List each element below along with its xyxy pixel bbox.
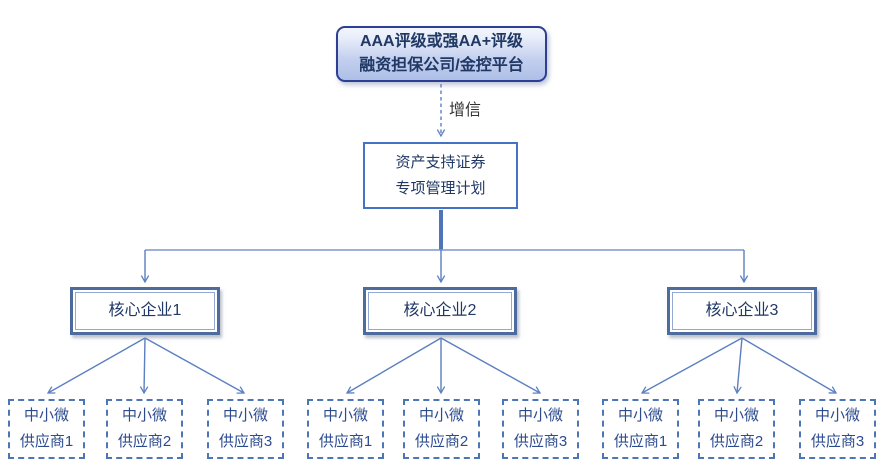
abs-plan-box: 资产支持证券 专项管理计划	[363, 142, 518, 209]
credit-enhancement-label: 增信	[449, 102, 482, 119]
supplier-box-g3-2: 中小微 供应商2	[698, 399, 775, 459]
supplier-line1: 中小微	[23, 407, 69, 424]
supplier-box-g3-1: 中小微 供应商1	[602, 399, 679, 459]
supplier-box-g3-3: 中小微 供应商3	[799, 399, 876, 459]
abs-plan-line2: 专项管理计划	[395, 179, 486, 197]
supplier-line1: 中小微	[322, 407, 368, 424]
supplier-line2: 供应商1	[19, 433, 74, 450]
core-enterprise-1-label: 核心企业1	[108, 302, 182, 319]
supplier-line2: 供应商3	[218, 433, 273, 450]
supplier-box-g2-3: 中小微 供应商3	[502, 399, 579, 459]
core-enterprise-2-box: 核心企业2	[363, 287, 517, 335]
supplier-box-g1-2: 中小微 供应商2	[106, 399, 183, 459]
core-enterprise-1-box: 核心企业1	[70, 287, 220, 335]
supplier-line1: 中小微	[617, 407, 663, 424]
supplier-line2: 供应商1	[318, 433, 373, 450]
fan-core1-supplier3	[144, 337, 246, 394]
fan-core3-supplier3	[741, 337, 838, 394]
supplier-line1: 中小微	[517, 407, 563, 424]
fan-core2-supplier3	[440, 337, 542, 394]
supplier-box-g1-3: 中小微 供应商3	[207, 399, 284, 459]
supplier-box-g2-1: 中小微 供应商1	[307, 399, 384, 459]
fan-core2-supplier1	[345, 337, 442, 394]
supplier-line1: 中小微	[713, 407, 759, 424]
supplier-box-g2-2: 中小微 供应商2	[403, 399, 480, 459]
abs-plan-line1: 资产支持证券	[395, 153, 486, 171]
core-enterprise-2-label: 核心企业2	[403, 302, 477, 319]
guarantor-line2: 融资担保公司/金控平台	[359, 57, 524, 74]
supplier-line2: 供应商1	[613, 433, 668, 450]
fan-core1-supplier1	[46, 337, 146, 394]
guarantor-box: AAA评级或强AA+评级 融资担保公司/金控平台	[336, 26, 547, 82]
core-enterprise-3-label: 核心企业3	[705, 302, 779, 319]
fan-core1-supplier2	[139, 337, 149, 395]
supplier-line2: 供应商3	[513, 433, 568, 450]
supplier-line2: 供应商2	[117, 433, 172, 450]
supplier-line1: 中小微	[121, 407, 167, 424]
supplier-line2: 供应商2	[414, 433, 469, 450]
supplier-line2: 供应商2	[709, 433, 764, 450]
supplier-box-g1-1: 中小微 供应商1	[8, 399, 85, 459]
guarantor-line1: AAA评级或强AA+评级	[359, 33, 524, 50]
supplier-line1: 中小微	[222, 407, 268, 424]
fan-core3-supplier1	[640, 337, 743, 394]
fan-core3-supplier2	[733, 337, 743, 395]
supplier-line1: 中小微	[418, 407, 464, 424]
supplier-line1: 中小微	[814, 407, 860, 424]
core-enterprise-3-box: 核心企业3	[667, 287, 817, 335]
supplier-line2: 供应商3	[810, 433, 865, 450]
